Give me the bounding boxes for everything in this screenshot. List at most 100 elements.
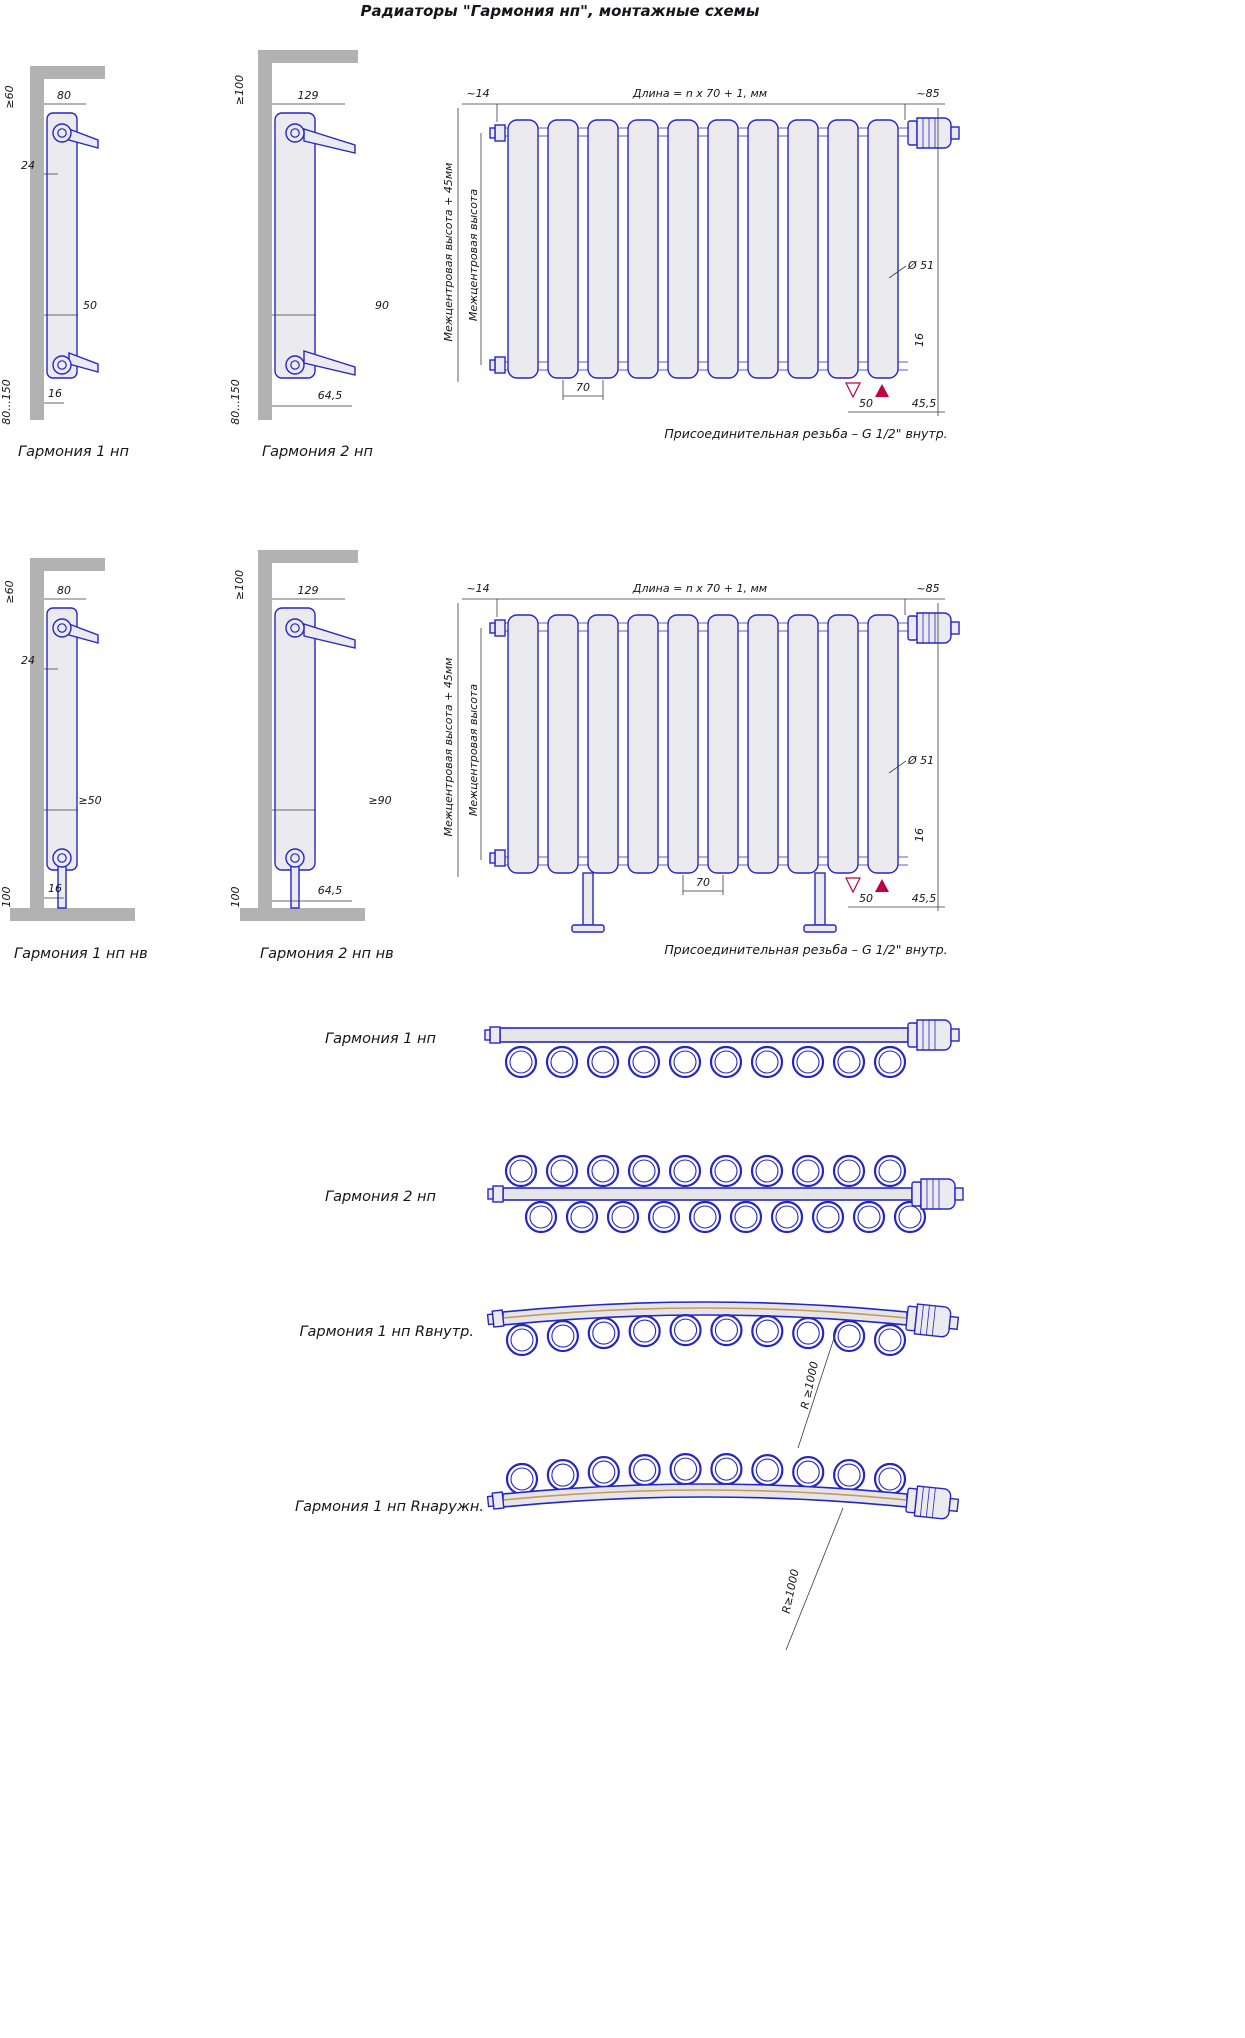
section-circle-inner bbox=[510, 1328, 534, 1352]
view-label: Гармония 1 нп нв bbox=[14, 946, 148, 962]
section-circle-inner bbox=[837, 1159, 861, 1183]
axis-height-plus-label: Межцентровая высота + 45мм bbox=[442, 163, 455, 342]
dim-lines bbox=[44, 103, 86, 404]
wall-section bbox=[30, 558, 105, 571]
dim-depth: 50 bbox=[83, 299, 97, 312]
dim-height: 80...150 bbox=[229, 379, 242, 424]
section-circles-bottom bbox=[524, 1200, 927, 1234]
row2-side-view-1: ≥60 80 24 ≥50 16 100 Гармония 1 нп нв bbox=[0, 558, 148, 962]
section-circle-inner bbox=[633, 1458, 657, 1482]
radiator-section bbox=[627, 119, 659, 379]
view-label: Гармония 1 нп Rвнутр. bbox=[299, 1324, 474, 1340]
section-circle-inner bbox=[816, 1205, 840, 1229]
wall-section bbox=[258, 550, 358, 563]
inlet-fitting bbox=[489, 849, 506, 867]
wall-section bbox=[30, 558, 44, 908]
radiator-section bbox=[827, 614, 859, 874]
radiator-section bbox=[747, 119, 779, 379]
dim-45-5: 45,5 bbox=[912, 892, 937, 905]
air-vent-symbol bbox=[875, 384, 889, 397]
view-label: Гармония 1 нп Rнаружн. bbox=[295, 1499, 484, 1515]
dim-top: 80 bbox=[57, 584, 71, 597]
dim-depth: ≥50 bbox=[78, 794, 101, 807]
view-label: Гармония 1 нп bbox=[18, 444, 129, 460]
thread-note: Присоединительная резьба – G 1/2" внутр. bbox=[664, 942, 947, 957]
top-view-4: Гармония 1 нп Rнаружн. R≥1000 bbox=[295, 1453, 960, 1651]
axis-height-label: Межцентровая высота bbox=[467, 189, 480, 321]
dim-length-formula: Длина = n x 70 + 1, мм bbox=[632, 582, 767, 595]
section-circle-inner bbox=[550, 1050, 574, 1074]
section-circle-inner bbox=[510, 1467, 534, 1491]
air-vent-symbol bbox=[875, 879, 889, 892]
top-view-1: Гармония 1 нп bbox=[325, 1019, 960, 1079]
section-circle-inner bbox=[611, 1205, 635, 1229]
section-circle-inner bbox=[674, 1457, 698, 1481]
dim-lines bbox=[562, 380, 604, 400]
leg-foot bbox=[571, 924, 605, 933]
bar-center-line bbox=[502, 1307, 908, 1319]
dim-lines bbox=[457, 598, 945, 911]
thermostatic-valve bbox=[907, 117, 960, 149]
radiator-section bbox=[787, 119, 819, 379]
section-circle-inner bbox=[673, 1159, 697, 1183]
section-circle-inner bbox=[796, 1321, 820, 1345]
support-leg bbox=[814, 872, 826, 926]
dim-right-offset: ~85 bbox=[916, 87, 939, 100]
dim-bottom: 64,5 bbox=[318, 884, 343, 897]
radiator-section bbox=[587, 614, 619, 874]
section-circle-inner bbox=[674, 1318, 698, 1342]
section-circles bbox=[504, 1045, 907, 1079]
radius-leader-line bbox=[797, 1325, 839, 1449]
radiator-section bbox=[507, 119, 539, 379]
section-circle-inner bbox=[592, 1321, 616, 1345]
dim-16: 16 bbox=[913, 828, 926, 842]
section-circle-inner bbox=[714, 1159, 738, 1183]
section-circle-inner bbox=[837, 1324, 861, 1348]
dim-top: 129 bbox=[298, 89, 319, 102]
dim-bottom: 64,5 bbox=[318, 389, 343, 402]
section-circle-inner bbox=[591, 1050, 615, 1074]
page-title: Радиаторы "Гармония нп", монтажные схемы bbox=[361, 2, 760, 20]
section-circle-inner bbox=[509, 1050, 533, 1074]
section-circle-inner bbox=[714, 1318, 738, 1342]
section-circle-inner bbox=[673, 1050, 697, 1074]
section-circle-inner bbox=[837, 1463, 861, 1487]
radiator-section bbox=[827, 119, 859, 379]
radiator-section bbox=[547, 614, 579, 874]
row1-side-view-1: ≥60 80 24 50 16 80...150 Гармония 1 нп bbox=[0, 66, 129, 460]
radius-label: R ≥1000 bbox=[798, 1360, 821, 1410]
section-circle-inner bbox=[632, 1050, 656, 1074]
radiator-section bbox=[787, 614, 819, 874]
dim-16: 16 bbox=[913, 333, 926, 347]
thermostatic-valve bbox=[911, 1178, 964, 1210]
support-leg bbox=[290, 865, 300, 909]
dim-bottom: 16 bbox=[48, 882, 62, 895]
section-circle-inner bbox=[755, 1159, 779, 1183]
row1-front-view: ~14 Длина = n x 70 + 1, мм ~85 Межцентро… bbox=[442, 87, 960, 441]
section-circle-inner bbox=[550, 1159, 574, 1183]
radiator-section bbox=[747, 614, 779, 874]
inlet-fitting bbox=[487, 1185, 504, 1203]
section-circle-inner bbox=[734, 1205, 758, 1229]
dim-wall-clearance: ≥60 bbox=[3, 580, 16, 603]
leg-foot bbox=[803, 924, 837, 933]
row2-front-view: ~14 Длина = n x 70 + 1, мм ~85 Межцентро… bbox=[442, 582, 960, 957]
radiator-body bbox=[274, 112, 316, 379]
section-circle-inner bbox=[775, 1205, 799, 1229]
inlet-fitting bbox=[486, 1491, 505, 1511]
inlet-fitting bbox=[489, 619, 506, 637]
radiator-sections bbox=[507, 119, 899, 379]
section-circle-inner bbox=[796, 1460, 820, 1484]
radiator-section bbox=[547, 119, 579, 379]
view-label: Гармония 1 нп bbox=[325, 1031, 436, 1047]
radiator-section bbox=[867, 119, 899, 379]
dim-left-offset: ~14 bbox=[466, 87, 489, 100]
axis-height-label: Межцентровая высота bbox=[467, 684, 480, 816]
pipe-collar bbox=[285, 123, 305, 143]
row1-side-view-2: ≥100 129 90 64,5 80...150 Гармония 2 нп bbox=[229, 50, 389, 460]
section-circle-inner bbox=[898, 1205, 922, 1229]
pipe-collar bbox=[52, 618, 72, 638]
leader-line bbox=[888, 265, 907, 279]
